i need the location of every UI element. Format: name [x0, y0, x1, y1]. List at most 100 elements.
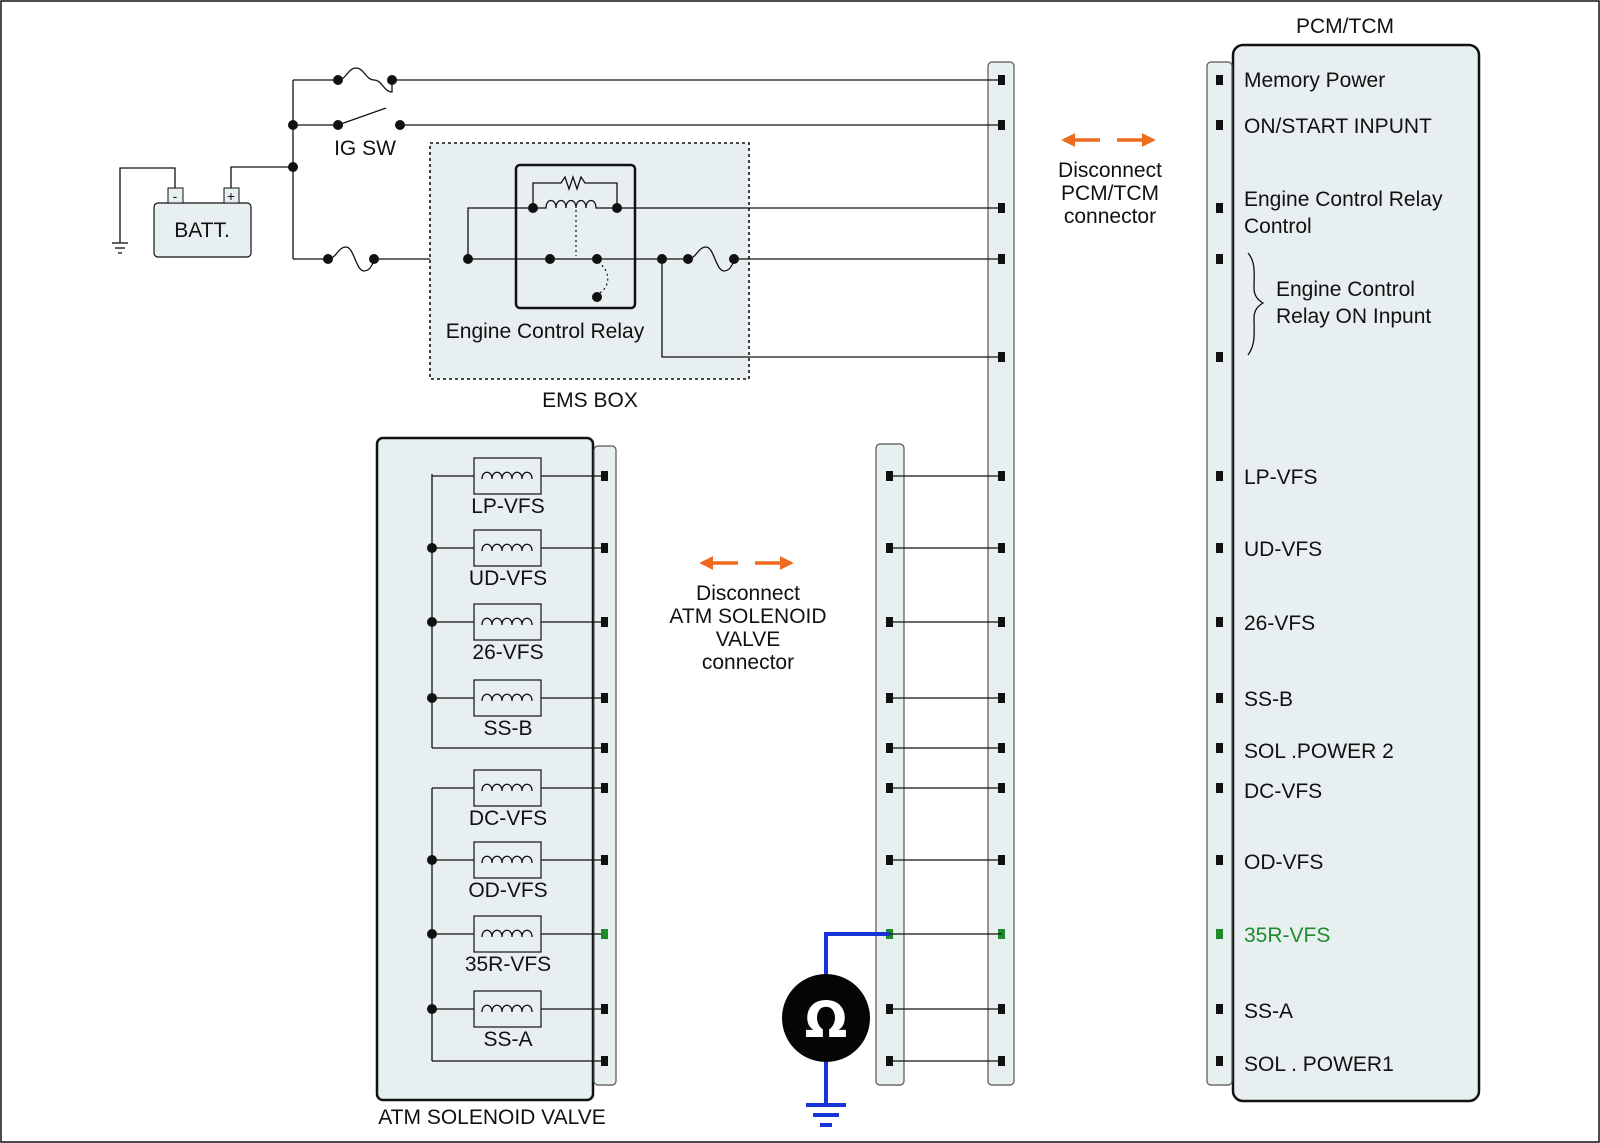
- pcm-disconnect-note-line2: PCM/TCM: [1061, 182, 1159, 205]
- atm-pin: [601, 929, 608, 939]
- coil-winding-icon: [481, 693, 533, 702]
- solenoid-coil: [473, 457, 542, 495]
- pcm-disconnect-note-line3: connector: [1064, 205, 1156, 228]
- solenoid-label: SS-B: [483, 717, 532, 740]
- pcm-terminal-label: Engine Control Relay: [1244, 188, 1443, 211]
- pcm-terminal-label: DC-VFS: [1244, 780, 1322, 803]
- memory-power-wire: [293, 67, 1004, 93]
- pcm-terminal-label: Relay ON Inpunt: [1276, 305, 1431, 328]
- test-pin: [886, 617, 893, 627]
- coil-winding-icon: [481, 471, 533, 480]
- solenoid-coil: [473, 769, 542, 807]
- ohmmeter-probe-wire: [824, 932, 890, 975]
- pcm-connector-strip: [1206, 61, 1233, 1086]
- pcm-pin: [1216, 75, 1223, 85]
- pcm-pin: [1216, 203, 1223, 213]
- pcm-terminal-label: OD-VFS: [1244, 851, 1323, 874]
- solenoid-coil: [473, 841, 542, 879]
- atm-disconnect-note-line1: Disconnect: [696, 582, 800, 605]
- test-pin: [886, 1056, 893, 1066]
- solenoid-26-vfs: 26-VFS: [427, 603, 605, 664]
- pcm-pin: [1216, 1056, 1223, 1066]
- ohmmeter-symbol: Ω: [805, 991, 848, 1049]
- battery-positive-wire: [230, 166, 293, 188]
- pcm-pin: [1216, 929, 1223, 939]
- solenoid-list: LP-VFSUD-VFS26-VFSSS-BDC-VFSOD-VFS35R-VF…: [427, 457, 605, 1051]
- atm-pin: [601, 471, 608, 481]
- harness-connector-strip: [987, 61, 1015, 1086]
- ig-switch-blade: [337, 107, 387, 126]
- solenoid-coil: [473, 529, 542, 567]
- battery-label: BATT.: [174, 219, 230, 242]
- coil-winding-icon: [481, 929, 533, 938]
- test-pin: [886, 783, 893, 793]
- solenoid-coil: [473, 990, 542, 1028]
- test-pin: [886, 471, 893, 481]
- pcm-terminal-label: SS-A: [1244, 1000, 1293, 1023]
- relay-contact-dot: [545, 254, 555, 264]
- junction-dot: [288, 162, 298, 172]
- relay-switch-arc: [597, 261, 609, 295]
- solenoid-label: SS-A: [483, 1028, 532, 1051]
- solenoid-ud-vfs: UD-VFS: [427, 529, 605, 590]
- switch-terminal-dot: [333, 120, 343, 130]
- pcm-pin: [1216, 855, 1223, 865]
- pcm-pin: [1216, 743, 1223, 753]
- coil-winding-icon: [481, 617, 533, 626]
- junction-dot: [463, 254, 473, 264]
- atm-pin: [601, 855, 608, 865]
- coil-winding-icon: [481, 543, 533, 552]
- atm-pin: [601, 543, 608, 553]
- atm-pin: [601, 743, 608, 753]
- fuse-terminal-dot: [387, 75, 397, 85]
- atm-pin: [601, 783, 608, 793]
- pcm-pin: [1216, 471, 1223, 481]
- atm-pin: [601, 693, 608, 703]
- junction-dot: [427, 693, 437, 703]
- switch-terminal-dot: [395, 120, 405, 130]
- coil-winding-icon: [481, 1004, 533, 1013]
- pcm-terminal-label: SOL . POWER1: [1244, 1053, 1394, 1076]
- solenoid-label: UD-VFS: [469, 567, 547, 590]
- atm-connector-strip: [593, 445, 617, 1086]
- ohmmeter-ground-icon: [806, 1103, 846, 1127]
- junction-dot: [427, 1004, 437, 1014]
- test-pin: [886, 1004, 893, 1014]
- atm-disconnect-note-line3: VALVE: [716, 628, 781, 651]
- pcm-terminal-label: 35R-VFS: [1244, 924, 1330, 947]
- atm-disconnect-note-line4: connector: [702, 651, 794, 674]
- coil-winding-icon: [481, 855, 533, 864]
- engine-control-relay-label: Engine Control Relay: [446, 320, 645, 343]
- fuse-terminal-dot: [323, 254, 333, 264]
- relay-resistor: [532, 174, 618, 208]
- pcm-pin: [1216, 783, 1223, 793]
- pcm-title: PCM/TCM: [1296, 15, 1394, 38]
- pcm-pin: [1216, 543, 1223, 553]
- solenoid-label: 35R-VFS: [465, 953, 551, 976]
- pcm-pin: [1216, 120, 1223, 130]
- battery: - + BATT.: [153, 187, 252, 258]
- ems-box-label: EMS BOX: [542, 389, 638, 412]
- test-pin: [886, 543, 893, 553]
- solenoid-coil: [473, 915, 542, 953]
- solenoid-ss-a: SS-A: [427, 990, 605, 1051]
- atm-solenoid-label: ATM SOLENOID VALVE: [378, 1106, 606, 1129]
- relay-coil-feed: [467, 207, 533, 259]
- pcm-terminal-label: UD-VFS: [1244, 538, 1322, 561]
- fuse-terminal-dot: [729, 254, 739, 264]
- solenoid-label: LP-VFS: [471, 495, 545, 518]
- test-pin: [886, 743, 893, 753]
- battery-negative-sign: -: [173, 188, 178, 204]
- atm-connector-pins: [601, 471, 608, 1066]
- pcm-pin: [1216, 693, 1223, 703]
- pcm-terminal-label: 26-VFS: [1244, 612, 1315, 635]
- junction-dot: [427, 617, 437, 627]
- solenoid-label: OD-VFS: [468, 879, 547, 902]
- ohmmeter: [782, 974, 870, 1062]
- pcm-terminal-label: Memory Power: [1244, 69, 1385, 92]
- relay-on-input-wire: [661, 259, 1004, 358]
- fuse-terminal-dot: [683, 254, 693, 264]
- pcm-terminal-label: Control: [1244, 215, 1312, 238]
- ig-switch-label: IG SW: [334, 137, 396, 160]
